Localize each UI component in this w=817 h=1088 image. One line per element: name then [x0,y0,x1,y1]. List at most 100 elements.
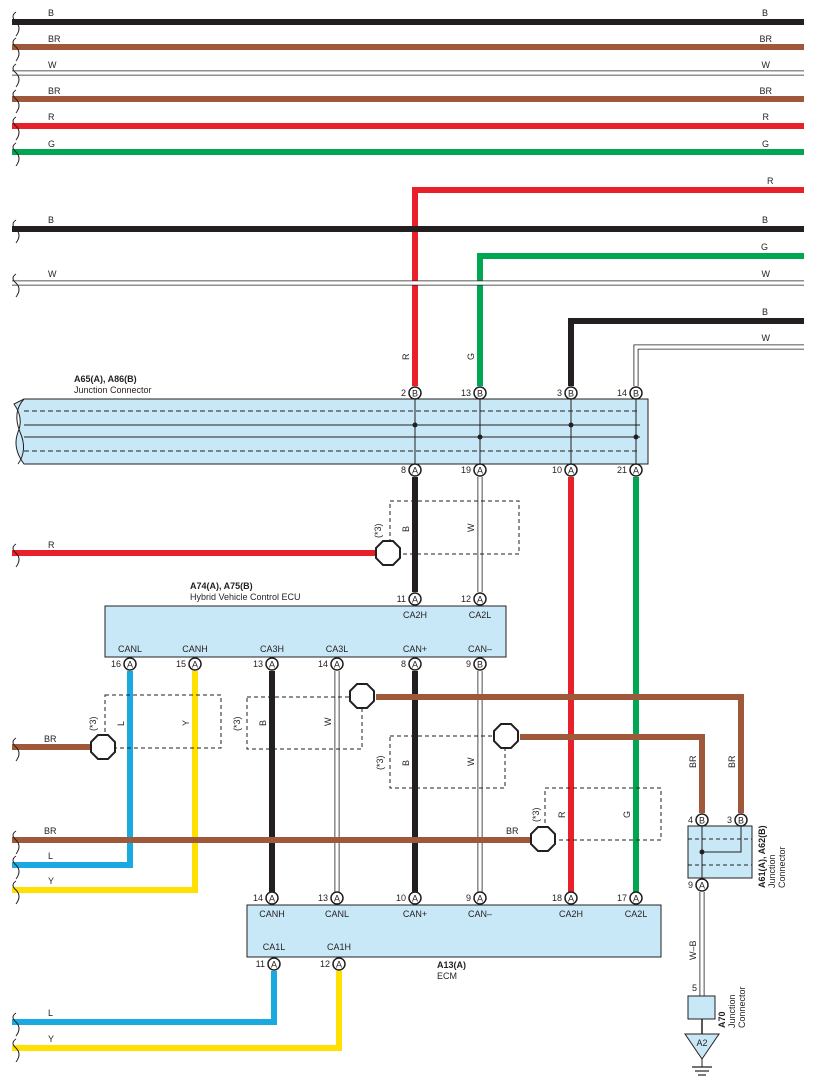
hv-pin-15: CANH 15 A [176,644,208,671]
junction-connector-a61: BR BR 4 B 3 B 9 A A61(A), A62(B) Junctio… [687,755,787,996]
svg-text:9: 9 [466,893,471,903]
shield5-label: (*3) [531,807,541,822]
svg-text:A: A [192,660,198,670]
jc1-pin-13: 13 B [461,386,487,400]
shield-4: (*3) B W [375,723,519,789]
svg-text:A: A [334,660,340,670]
svg-text:10: 10 [552,465,562,475]
svg-text:CA2H: CA2H [403,610,427,620]
svg-text:A: A [127,660,133,670]
svg-text:A: A [412,595,418,605]
svg-text:CA2L: CA2L [469,610,492,620]
bus-label-left-5: R [48,112,55,122]
shield4-label: (*3) [375,755,385,770]
svg-text:A: A [271,960,277,970]
a70-title: A70 [717,1011,727,1028]
shield-3: (*3) B W [232,683,375,750]
svg-text:A: A [412,894,418,904]
wire-w2-jc [633,344,804,386]
shield1-b-label: B [401,526,411,532]
jc1-subtitle: Junction Connector [74,385,152,395]
svg-text:8: 8 [401,659,406,669]
svg-text:CANL: CANL [325,909,349,919]
svg-text:CA1H: CA1H [327,942,351,952]
label-w2-right: W [762,333,771,343]
svg-text:11: 11 [256,959,265,969]
svg-text:14: 14 [318,659,328,669]
jc2-pin-4: 4 B [688,813,709,827]
bus-label-right-3: W [762,60,771,70]
svg-text:A: A [699,881,705,891]
hv-ecu-subtitle: Hybrid Vehicle Control ECU [190,592,301,602]
jc2-pin-3: 3 B [727,813,748,827]
label-w-right: W [762,269,771,279]
svg-text:A: A [336,960,342,970]
a70-subtitle2: Connector [737,986,747,1028]
svg-text:A: A [477,466,483,476]
svg-text:B: B [699,816,705,826]
svg-text:B: B [568,389,574,399]
hv-ecu-title: A74(A), A75(B) [190,581,253,591]
shield-2: BR (*3) L Y [12,694,222,762]
shield1-label: (*3) [373,523,383,538]
ecm-pin-11: CA1L 11 A [256,942,285,971]
label-g-vert: G [466,353,476,360]
svg-text:14: 14 [617,388,627,398]
left-l2-label: L [48,1008,53,1018]
svg-text:B: B [477,389,483,399]
bus-label-right-6: G [762,139,769,149]
svg-text:A: A [477,595,483,605]
left-l-label: L [48,851,53,861]
jc2-br2-label: BR [727,755,737,768]
wire-g-jc [477,253,804,386]
label-b-left: B [48,215,54,225]
wire-r-jc [412,187,804,386]
hv-pin-13: CA3H 13 A [253,644,284,671]
svg-text:3: 3 [727,815,732,825]
svg-text:9: 9 [466,659,471,669]
a70-subtitle1: Junction [727,994,737,1028]
ecm-pin-12: CA1H 12 A [320,942,351,971]
svg-text:CAN+: CAN+ [403,909,427,919]
mid-wires: R R B B G G W W B W [12,176,804,386]
svg-text:A: A [568,466,574,476]
jc2-subtitle2: Connector [777,846,787,888]
hv-pin-12: 12 A CA2L [461,592,492,620]
svg-text:B: B [477,660,483,670]
left-low-wires: BR L Y L Y [12,826,342,1063]
svg-text:9: 9 [688,880,693,890]
hv-pin-14: CA3L 14 A [318,644,348,671]
left-y2-label: Y [48,1034,54,1044]
jc1-pin-21: 21 A [617,463,643,477]
hv-pin-8: CAN+ 8 A [401,644,427,671]
label-w-left: W [48,269,57,279]
top-bus: B B BR BR W W BR BR R R G G [12,8,804,167]
br-wires-jc2 [12,694,744,843]
hv-control-ecu: A74(A), A75(B) Hybrid Vehicle Control EC… [104,581,507,671]
jc1-down-wires [412,477,639,892]
svg-text:15: 15 [176,659,186,669]
shield2-br-label: BR [44,734,57,744]
shield5-br-label: BR [506,826,519,836]
svg-text:16: 16 [111,659,121,669]
left-br-label: BR [44,826,57,836]
hv-pin-9: CAN– 9 B [466,644,492,671]
ecm: 14 A CANH 13 A CANL 10 A CAN+ 9 A CAN– 1… [246,891,662,981]
shield1-r-label: R [48,540,55,550]
svg-text:CAN–: CAN– [468,909,492,919]
svg-text:A: A [633,466,639,476]
svg-text:14: 14 [253,893,263,903]
shield1-w-label: W [466,523,476,532]
bus-label-right-5: R [763,112,770,122]
ecm-pin-14: 14 A CANH [253,891,285,919]
svg-text:21: 21 [617,465,627,475]
label-g-right: G [761,242,768,252]
ecm-pin-17: 17 A CA2L [617,891,647,919]
bus-label-left-3: W [48,60,57,70]
label-r-vert: R [401,353,411,360]
jc1-pin-3: 3 B [557,386,578,400]
bus-label-left-6: G [48,139,55,149]
svg-text:A: A [568,894,574,904]
svg-text:17: 17 [617,893,627,903]
shield5-r-label: R [557,811,567,818]
